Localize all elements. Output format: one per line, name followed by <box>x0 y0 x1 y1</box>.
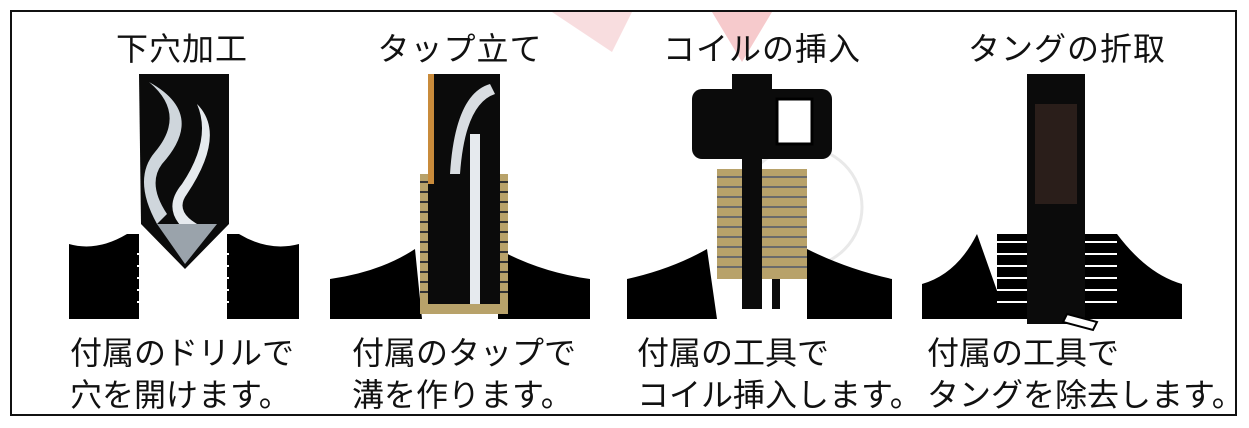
diagram-frame: 下穴加工 タップ立て <box>10 10 1237 416</box>
caption-line: 穴を開けます。 <box>70 376 291 414</box>
tang-removal-illustration <box>922 74 1182 332</box>
step-title: タップ立て <box>377 30 543 68</box>
step-tang-removal: タングの折取 <box>917 12 1217 414</box>
coil-insertion-illustration <box>627 74 892 319</box>
step-caption-tapping: 付属のタップで 溝を作ります。 <box>352 332 577 414</box>
step-caption-drilling: 付属のドリルで 穴を開けます。 <box>70 332 295 414</box>
step-drilling: 下穴加工 <box>57 12 307 414</box>
caption-line: 付属の工具で <box>927 334 1120 372</box>
step-tapping: タップ立て <box>330 12 590 414</box>
step-caption-tang-removal: 付属の工具で タングを除去します。 <box>927 332 1237 414</box>
step-title: 下穴加工 <box>115 30 248 68</box>
caption-line: 溝を作ります。 <box>352 376 573 414</box>
tap-illustration <box>330 74 590 319</box>
caption-line: タングを除去します。 <box>927 376 1237 414</box>
caption-line: 付属のドリルで <box>70 334 295 372</box>
caption-line: 付属のタップで <box>352 334 577 372</box>
caption-line: 付属の工具で <box>637 334 830 372</box>
caption-line: コイル挿入します。 <box>637 376 922 414</box>
step-caption-coil-insertion: 付属の工具で コイル挿入します。 <box>637 332 922 414</box>
step-coil-insertion: コイルの挿入 <box>622 12 902 414</box>
drill-illustration <box>69 74 299 329</box>
step-title: コイルの挿入 <box>662 30 861 68</box>
step-title: タングの折取 <box>967 30 1166 68</box>
